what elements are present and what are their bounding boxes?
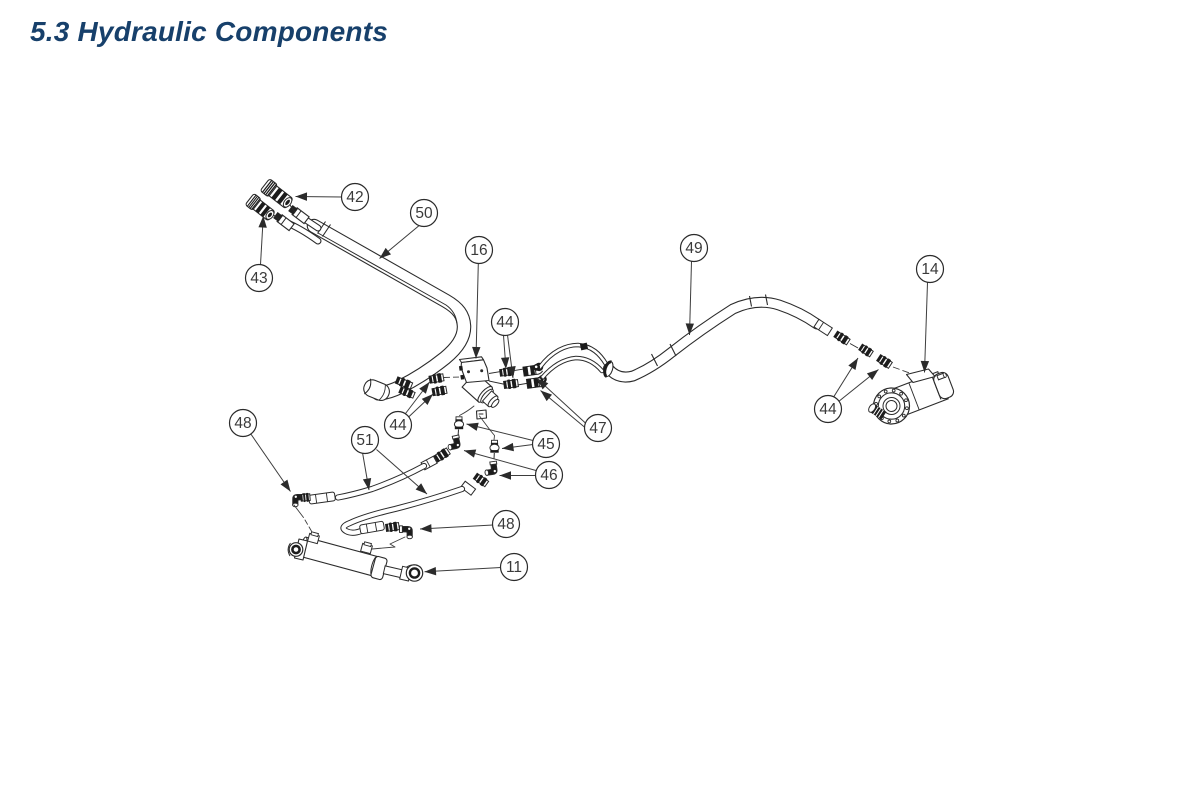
- svg-text:44: 44: [389, 417, 407, 434]
- svg-text:45: 45: [537, 436, 554, 453]
- svg-text:48: 48: [497, 516, 514, 533]
- svg-text:44: 44: [496, 314, 514, 331]
- svg-text:47: 47: [589, 420, 606, 437]
- svg-text:16: 16: [470, 242, 487, 259]
- svg-text:46: 46: [540, 467, 557, 484]
- svg-text:44: 44: [819, 401, 837, 418]
- svg-text:43: 43: [250, 270, 267, 287]
- svg-text:50: 50: [415, 205, 433, 222]
- svg-text:42: 42: [346, 189, 363, 206]
- svg-text:51: 51: [356, 432, 373, 449]
- svg-text:14: 14: [921, 261, 939, 278]
- svg-text:48: 48: [234, 415, 251, 432]
- svg-text:11: 11: [506, 559, 522, 576]
- svg-text:49: 49: [685, 240, 702, 257]
